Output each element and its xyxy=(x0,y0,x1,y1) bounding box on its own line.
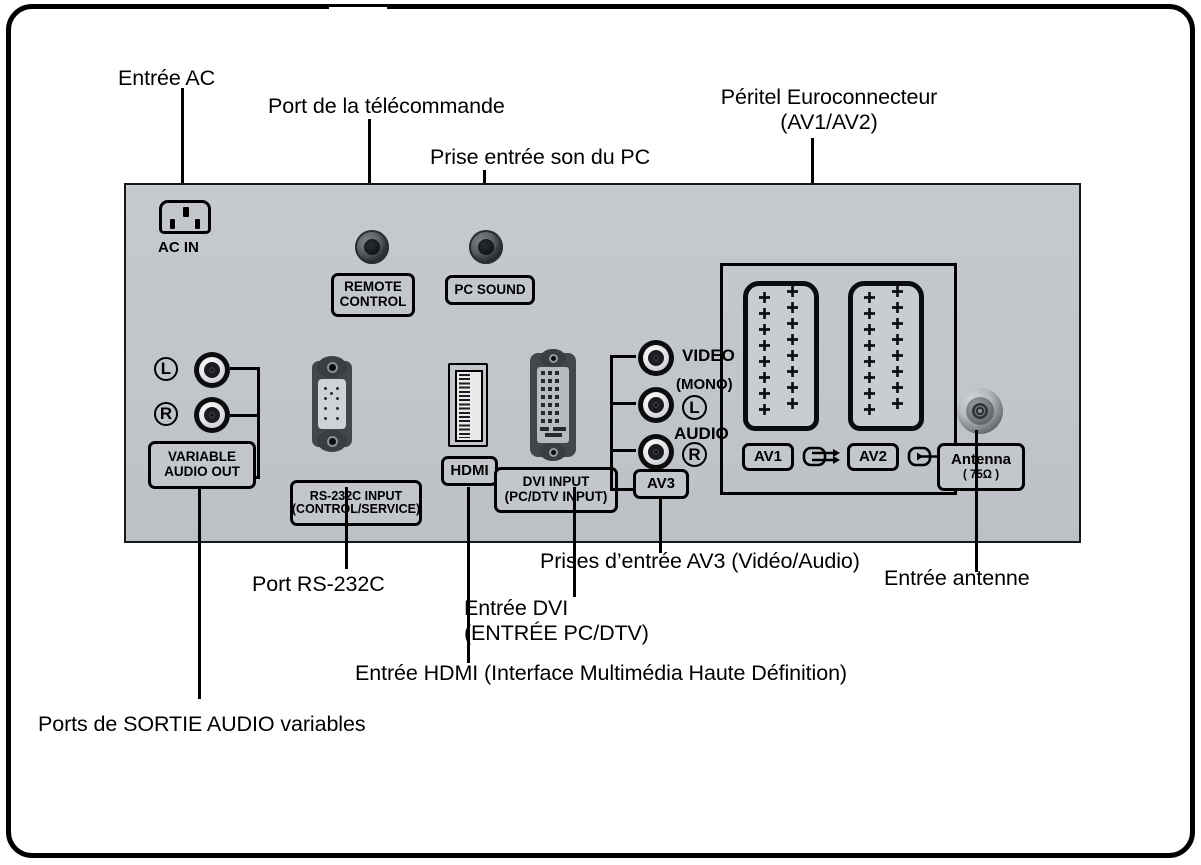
remote-control-jack xyxy=(355,230,389,264)
antenna-impedance: ( 75Ω ) xyxy=(962,469,1000,482)
callout-remote-control: Port de la télécommande xyxy=(268,94,505,118)
leader-av3 xyxy=(659,497,662,553)
leader-audio-out xyxy=(198,487,201,699)
antenna-connector xyxy=(957,388,1003,434)
audio-out-left-rca xyxy=(194,352,230,388)
callout-rs232c: Port RS-232C xyxy=(252,572,385,596)
tv-rear-panel: AC IN REMOTE CONTROL PC SOUND L R VARIAB… xyxy=(124,183,1081,543)
rs232c-connector xyxy=(312,356,352,452)
callout-pc-sound: Prise entrée son du PC xyxy=(430,145,651,169)
av3-mono-text: (MONO) xyxy=(676,376,733,393)
leader-remote-control xyxy=(368,119,371,236)
scart-av1-connector xyxy=(743,281,819,431)
av1-label: AV1 xyxy=(742,443,794,471)
callout-scart: Péritel Euroconnecteur (AV1/AV2) xyxy=(720,85,938,135)
antenna-label: Antenna xyxy=(951,451,1011,469)
pc-sound-label: PC SOUND xyxy=(445,275,535,305)
callout-dvi: Entrée DVI (ENTRÉE PC/DTV) xyxy=(464,596,649,646)
rs232c-label: RS-232C INPUT (CONTROL/SERVICE) xyxy=(290,480,422,526)
leader-hdmi xyxy=(467,487,470,663)
av3-audio-text: AUDIO xyxy=(674,424,729,443)
hdmi-connector xyxy=(448,363,488,447)
remote-control-label: REMOTE CONTROL xyxy=(331,273,415,317)
av2-label: AV2 xyxy=(847,443,899,471)
leader-ac-in xyxy=(181,88,184,184)
dvi-label: DVI INPUT (PC/DTV INPUT) xyxy=(494,467,618,513)
callout-audio-out: Ports de SORTIE AUDIO variables xyxy=(38,712,366,736)
ac-in-label: AC IN xyxy=(158,239,199,256)
av3-audio-left-rca xyxy=(638,387,674,423)
scart-group-box xyxy=(720,263,957,495)
av3-video-rca xyxy=(638,340,674,376)
leader-dvi xyxy=(573,487,576,597)
audio-out-right-rca xyxy=(194,397,230,433)
page-border-notch xyxy=(329,7,387,21)
scart-av2-connector xyxy=(848,281,924,431)
callout-ac-in: Entrée AC xyxy=(118,66,216,90)
ac-in-connector xyxy=(159,200,211,234)
callout-antenna: Entrée antenne xyxy=(884,566,1030,590)
callout-av3: Prises d’entrée AV3 (Vidéo/Audio) xyxy=(540,549,860,573)
antenna-label-box: Antenna ( 75Ω ) xyxy=(937,443,1025,491)
pc-sound-jack xyxy=(469,230,503,264)
av3-audio-right-rca xyxy=(638,434,674,470)
variable-audio-out-label: VARIABLE AUDIO OUT xyxy=(148,441,256,489)
av3-label: AV3 xyxy=(633,469,689,499)
leader-antenna xyxy=(975,430,978,572)
hdmi-label: HDMI xyxy=(441,456,498,486)
audio-out-right-symbol: R xyxy=(154,402,178,426)
page-border xyxy=(6,4,1195,858)
av3-bracket xyxy=(610,355,640,491)
dvi-connector xyxy=(530,349,576,461)
leader-rs232c xyxy=(345,487,348,569)
audio-out-left-symbol: L xyxy=(154,357,178,381)
av1-inout-icon xyxy=(802,446,840,467)
callout-hdmi: Entrée HDMI (Interface Multimédia Haute … xyxy=(355,661,847,685)
av3-right-symbol: R xyxy=(682,442,707,467)
av3-left-symbol: L xyxy=(682,395,707,420)
